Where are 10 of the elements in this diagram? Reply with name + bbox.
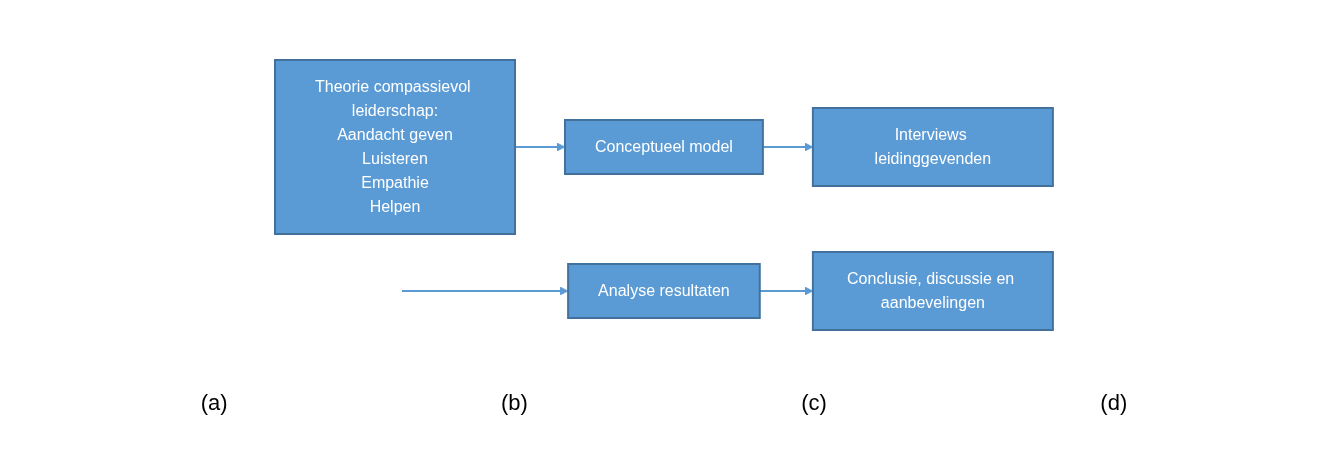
node-box: Analyse resultaten: [567, 263, 761, 319]
node-box: Interviews leidinggevenden: [811, 107, 1054, 187]
panel-label: (a): [200, 390, 228, 416]
panel-label: (d): [1100, 390, 1128, 416]
node-box: Conclusie, discussie en aanbevelingen: [811, 251, 1054, 331]
node-box: Conceptueel model: [564, 119, 764, 175]
node-box: Theorie compassievol leiderschap: Aandacht geven Luisteren Empathie Helpen: [274, 59, 517, 235]
panel-label: (b): [501, 390, 528, 416]
arrow: [401, 286, 569, 296]
panel-label: (c): [801, 390, 827, 416]
